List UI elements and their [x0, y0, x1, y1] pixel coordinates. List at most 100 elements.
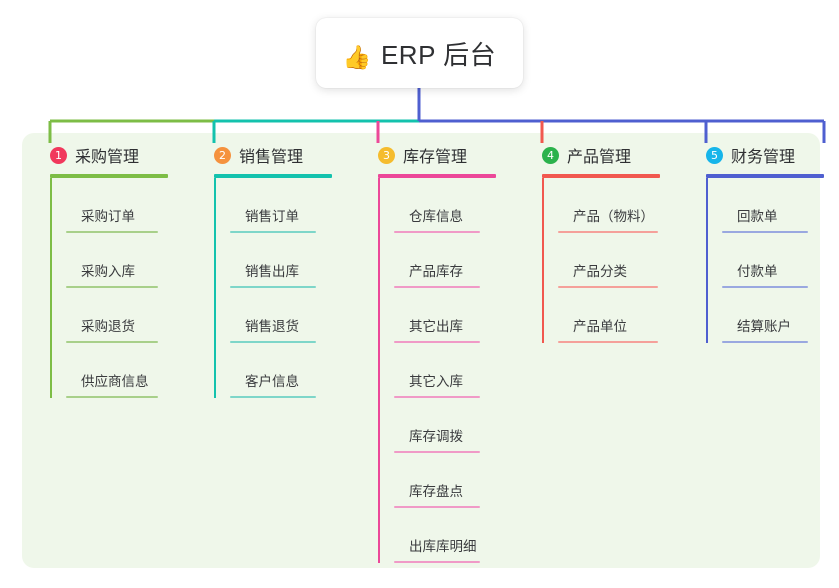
leaf-item-label: 仓库信息 [409, 209, 463, 224]
leaf-item[interactable]: 销售订单 [230, 178, 316, 233]
column-2: 2 销售管理销售订单销售出库销售退货客户信息 [200, 143, 350, 398]
column-4: 4 产品管理产品（物料） 产品分类产品单位 [528, 143, 678, 343]
leaf-spine-2 [214, 178, 216, 398]
column-underline-5 [706, 174, 824, 178]
leaf-item-underline [558, 341, 658, 343]
leaf-item-underline [722, 341, 808, 343]
leaf-item-label: 付款单 [737, 264, 778, 279]
leaf-item-label: 库存调拨 [409, 429, 463, 444]
leaf-item-underline [558, 286, 658, 288]
leaf-item-underline [394, 451, 480, 453]
leaf-list-5: 回款单付款单结算账户 [692, 178, 839, 343]
leaf-item[interactable]: 产品分类 [558, 233, 658, 288]
leaf-item[interactable]: 采购订单 [66, 178, 158, 233]
leaf-item[interactable]: 仓库信息 [394, 178, 480, 233]
leaf-item-label: 其它入库 [409, 374, 463, 389]
leaf-item-label: 产品（物料） [573, 209, 654, 224]
leaf-item-label: 销售退货 [245, 319, 299, 334]
leaf-item-underline [230, 341, 316, 343]
leaf-item[interactable]: 其它入库 [394, 343, 480, 398]
leaf-item-label: 采购退货 [81, 319, 135, 334]
leaf-item[interactable]: 销售退货 [230, 288, 316, 343]
column-badge-3: 3 [378, 146, 395, 164]
leaf-item[interactable]: 产品（物料） [558, 178, 658, 233]
leaf-item[interactable]: 产品库存 [394, 233, 480, 288]
thumbs-up-icon: 👍 [342, 43, 372, 70]
column-badge-2: 2 [214, 146, 231, 164]
diagram-background-panel [22, 133, 820, 568]
leaf-spine-1 [50, 178, 52, 398]
column-header-1[interactable]: 1 采购管理 [36, 143, 186, 167]
leaf-spine-4 [542, 178, 544, 343]
column-title-5: 财务管理 [731, 149, 796, 166]
leaf-spine-3 [378, 178, 380, 563]
leaf-item[interactable]: 产品单位 [558, 288, 658, 343]
column-badge-4: 4 [542, 146, 559, 164]
leaf-item-underline [394, 231, 480, 233]
column-title-2: 销售管理 [239, 149, 304, 166]
root-node-card[interactable]: 👍 ERP 后台 [316, 18, 523, 88]
leaf-item[interactable]: 库存调拨 [394, 398, 480, 453]
leaf-item[interactable]: 库存盘点 [394, 453, 480, 508]
leaf-item-label: 供应商信息 [81, 374, 149, 389]
column-1: 1 采购管理采购订单采购入库采购退货供应商信息 [36, 143, 186, 398]
leaf-item-label: 出库库明细 [409, 539, 477, 554]
leaf-item-underline [722, 231, 808, 233]
leaf-item-underline [394, 286, 480, 288]
leaf-item-label: 销售出库 [245, 264, 299, 279]
leaf-list-4: 产品（物料） 产品分类产品单位 [528, 178, 678, 343]
column-title-4: 产品管理 [567, 149, 632, 166]
leaf-item[interactable]: 客户信息 [230, 343, 316, 398]
leaf-item[interactable]: 结算账户 [722, 288, 808, 343]
leaf-item[interactable]: 供应商信息 [66, 343, 158, 398]
column-title-1: 采购管理 [75, 149, 140, 166]
leaf-item[interactable]: 出库库明细 [394, 508, 480, 563]
leaf-item-underline [66, 396, 158, 398]
leaf-item[interactable]: 采购退货 [66, 288, 158, 343]
root-node-title: 👍 ERP 后台 [343, 35, 496, 72]
leaf-item-underline [394, 341, 480, 343]
column-underline-4 [542, 174, 660, 178]
leaf-item-underline [230, 231, 316, 233]
leaf-item-underline [558, 231, 658, 233]
leaf-item[interactable]: 销售出库 [230, 233, 316, 288]
column-badge-1: 1 [50, 146, 67, 164]
leaf-item[interactable]: 其它出库 [394, 288, 480, 343]
leaf-list-3: 仓库信息产品库存其它出库其它入库库存调拨库存盘点出库库明细 [364, 178, 514, 563]
leaf-item-underline [66, 231, 158, 233]
column-3: 3 库存管理仓库信息产品库存其它出库其它入库库存调拨库存盘点出库库明细 [364, 143, 514, 563]
leaf-item-underline [230, 286, 316, 288]
leaf-item-label: 产品单位 [573, 319, 627, 334]
leaf-item-label: 采购订单 [81, 209, 135, 224]
column-underline-3 [378, 174, 496, 178]
column-header-2[interactable]: 2 销售管理 [200, 143, 350, 167]
leaf-item[interactable]: 付款单 [722, 233, 808, 288]
leaf-item-label: 库存盘点 [409, 484, 463, 499]
leaf-item[interactable]: 采购入库 [66, 233, 158, 288]
leaf-spine-5 [706, 178, 708, 343]
column-title-3: 库存管理 [403, 149, 468, 166]
leaf-item-label: 采购入库 [81, 264, 135, 279]
leaf-item-label: 结算账户 [737, 319, 791, 334]
leaf-item-label: 回款单 [737, 209, 778, 224]
leaf-item-underline [722, 286, 808, 288]
leaf-item-underline [66, 341, 158, 343]
column-underline-1 [50, 174, 168, 178]
column-header-3[interactable]: 3 库存管理 [364, 143, 514, 167]
leaf-item-label: 客户信息 [245, 374, 299, 389]
leaf-item[interactable]: 回款单 [722, 178, 808, 233]
leaf-list-1: 采购订单采购入库采购退货供应商信息 [36, 178, 186, 398]
leaf-item-label: 产品分类 [573, 264, 627, 279]
leaf-item-label: 产品库存 [409, 264, 463, 279]
leaf-item-underline [394, 506, 480, 508]
leaf-item-underline [394, 396, 480, 398]
leaf-item-underline [230, 396, 316, 398]
leaf-item-label: 其它出库 [409, 319, 463, 334]
leaf-item-label: 销售订单 [245, 209, 299, 224]
column-header-4[interactable]: 4 产品管理 [528, 143, 678, 167]
root-node-label: ERP 后台 [380, 39, 497, 70]
leaf-item-underline [66, 286, 158, 288]
leaf-list-2: 销售订单销售出库销售退货客户信息 [200, 178, 350, 398]
